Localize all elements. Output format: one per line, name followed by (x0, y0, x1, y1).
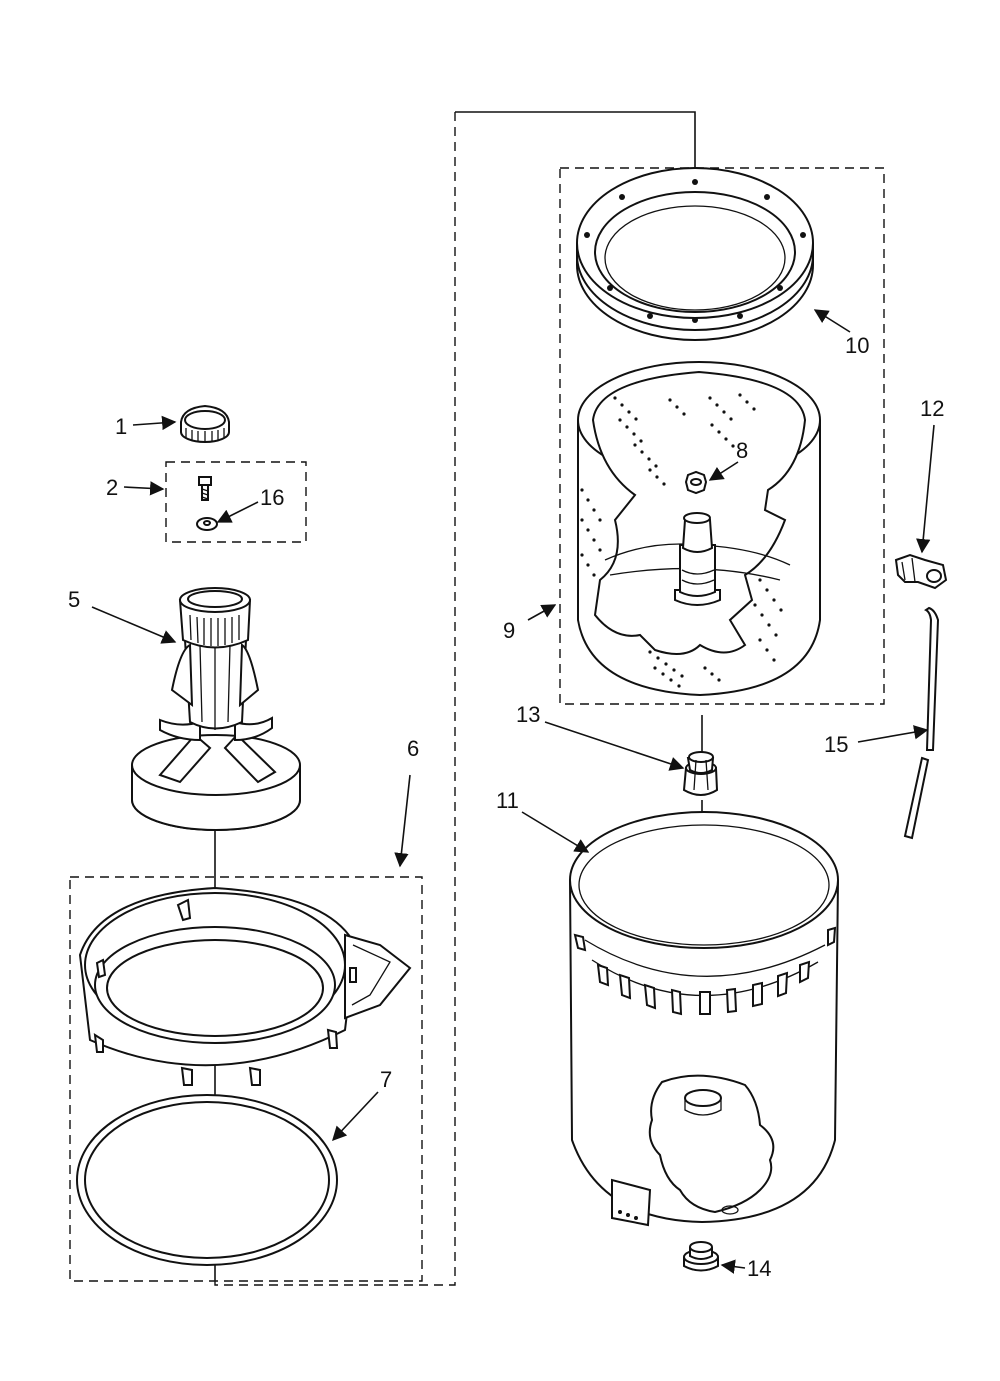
group-box-2 (165, 461, 307, 543)
washer-part (196, 517, 218, 531)
callout-labels: 1 2 16 5 6 7 8 9 10 11 12 13 14 15 (68, 333, 944, 1281)
hose-clamp-part (894, 553, 948, 590)
agitator-part (131, 587, 301, 831)
agitator-cap-part (180, 404, 230, 443)
group-box-6 (69, 876, 423, 1282)
group-box-9 (559, 167, 885, 705)
callout-10: 10 (845, 333, 869, 358)
callout-15: 15 (824, 732, 848, 757)
hose-part (903, 606, 940, 840)
callout-7: 7 (380, 1067, 392, 1092)
callout-13: 13 (516, 702, 540, 727)
callout-9: 9 (503, 618, 515, 643)
wash-basket-part (577, 361, 821, 697)
callout-8: 8 (736, 438, 748, 463)
callout-16: 16 (260, 485, 284, 510)
outer-tub-part (569, 811, 839, 1227)
hub-nut-part (684, 470, 708, 495)
bolt-part (198, 476, 212, 501)
callout-1: 1 (115, 414, 127, 439)
basket-perforations (580, 393, 783, 688)
callout-5: 5 (68, 587, 80, 612)
callout-leaders (91, 309, 935, 1274)
callout-11: 11 (496, 788, 519, 813)
drain-plug-part (683, 1241, 719, 1272)
callout-12: 12 (920, 396, 944, 421)
callout-14: 14 (747, 1256, 771, 1281)
tub-ring-part (78, 886, 412, 1086)
seal-ring-part (76, 1094, 338, 1266)
tub-seal-part (682, 751, 719, 796)
callout-2: 2 (106, 475, 118, 500)
balance-ring-part (576, 167, 814, 341)
callout-6: 6 (407, 736, 419, 761)
